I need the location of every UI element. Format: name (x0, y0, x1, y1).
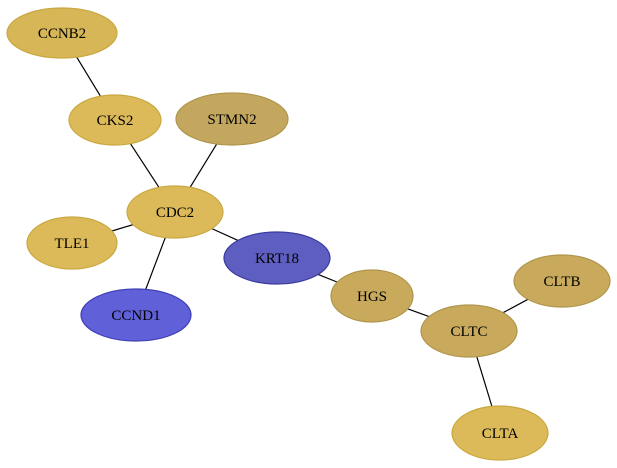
node-label: CCND1 (111, 308, 160, 324)
node-clta: CLTA (451, 405, 549, 461)
node-ccnd1: CCND1 (80, 288, 192, 342)
node-cks2: CKS2 (68, 94, 162, 146)
node-label: STMN2 (207, 112, 256, 128)
node-label: CCNB2 (38, 26, 86, 42)
edge-hgs-cltc (407, 308, 430, 318)
node-stmn2: STMN2 (175, 92, 289, 146)
node-label: CKS2 (97, 113, 134, 129)
node-label: TLE1 (55, 236, 90, 252)
node-ellipse (420, 304, 518, 358)
edge-cdc2-tle1 (111, 224, 134, 232)
node-tle1: TLE1 (26, 216, 118, 270)
node-ellipse (451, 405, 549, 461)
edge-stmn2-cdc2 (189, 143, 218, 188)
node-label: CDC2 (156, 205, 194, 221)
edge-cks2-cdc2 (129, 143, 160, 188)
node-ellipse (26, 216, 118, 270)
node-ellipse (223, 231, 331, 285)
edge-layer (76, 56, 529, 407)
edge-krt18-hgs (317, 273, 338, 283)
node-ccnb2: CCNB2 (6, 7, 118, 59)
node-ellipse (80, 288, 192, 342)
node-cltb: CLTB (513, 254, 611, 308)
edge-cdc2-krt18 (211, 228, 239, 241)
node-label: HGS (357, 289, 387, 305)
node-ellipse (68, 94, 162, 146)
node-label: KRT18 (255, 251, 299, 267)
node-ellipse (330, 269, 414, 323)
node-hgs: HGS (330, 269, 414, 323)
node-cltc: CLTC (420, 304, 518, 358)
edge-cltc-clta (476, 356, 493, 407)
edge-cltc-cltb (502, 298, 529, 314)
node-label: CLTA (482, 426, 519, 442)
node-ellipse (6, 7, 118, 59)
node-label: CLTC (451, 324, 488, 340)
node-label: CLTB (544, 274, 581, 290)
node-cdc2: CDC2 (126, 185, 224, 239)
edge-cdc2-ccnd1 (145, 237, 166, 290)
node-ellipse (513, 254, 611, 308)
node-ellipse (126, 185, 224, 239)
node-ellipse (175, 92, 289, 146)
edge-ccnb2-cks2 (76, 56, 102, 97)
node-krt18: KRT18 (223, 231, 331, 285)
